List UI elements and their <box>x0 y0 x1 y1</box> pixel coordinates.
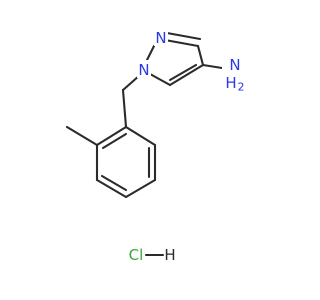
atom-labels: N N N H 2 Cl H <box>129 28 250 264</box>
salt-chlorine-label: Cl <box>129 246 144 264</box>
ring-nitrogen-top-label: N <box>155 29 166 47</box>
bond-b6-b1 <box>95 125 128 147</box>
salt-hydrogen-label: H <box>164 246 175 264</box>
bond-n1-n2 <box>145 44 156 62</box>
bond-b1-b2 <box>124 125 157 147</box>
bond-n2-c3-double <box>165 31 202 41</box>
bond-c4-c5 <box>168 63 205 87</box>
label-mask <box>222 56 250 90</box>
bond-n2-c3 <box>163 38 200 48</box>
bond-c3-c4 <box>196 44 205 67</box>
amine-hydrogens-label: H <box>225 74 236 92</box>
amine-nitrogen-label: N <box>229 56 240 74</box>
bond-b3-b4 <box>124 178 157 199</box>
bond-b4-b5-double <box>100 174 128 192</box>
benzene-ring <box>95 125 157 199</box>
bond-ch2-ring <box>121 88 128 129</box>
structure-diagram: N N N H 2 Cl H <box>65 28 250 264</box>
ring-nitrogen-substituted-label: N <box>138 61 149 79</box>
amine-h-subscript-label: 2 <box>238 81 245 94</box>
bond-b6-b1-double <box>101 132 128 150</box>
label-mask <box>154 28 168 46</box>
bond-c5-n1 <box>148 72 172 87</box>
bond-c4-c5-double <box>168 63 198 82</box>
label-mask <box>137 60 151 78</box>
bond-b4-b5 <box>95 178 128 199</box>
bond-methyl <box>65 125 99 147</box>
pyrazole-ring <box>145 31 205 87</box>
bond-c4-nh2 <box>201 63 224 70</box>
